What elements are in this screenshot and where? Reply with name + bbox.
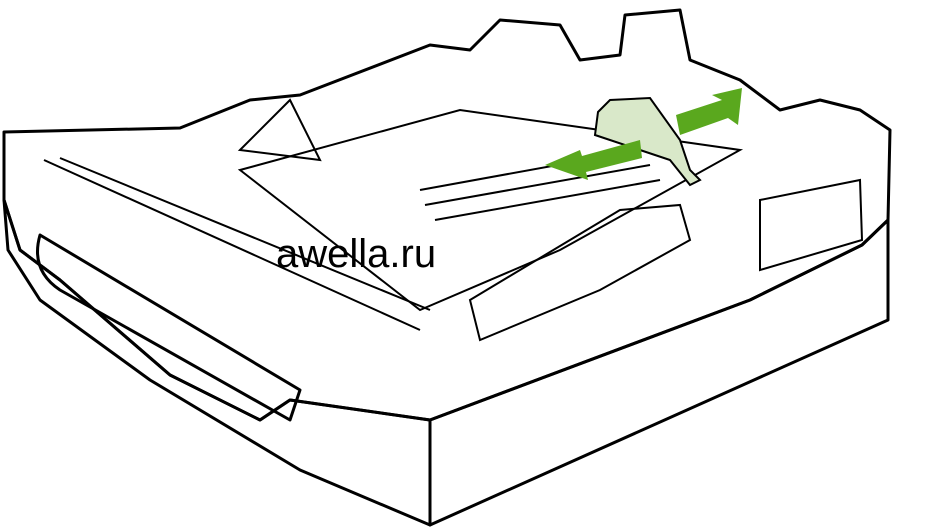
front-rim-inner bbox=[59, 157, 431, 311]
tray-floor bbox=[237, 108, 744, 312]
arrow-right-icon bbox=[676, 88, 742, 135]
right-latch bbox=[759, 178, 864, 272]
tray-right-face bbox=[428, 218, 890, 527]
side-guide bbox=[468, 203, 692, 342]
watermark-text: awella.ru bbox=[276, 232, 437, 276]
handle bbox=[36, 233, 302, 422]
floor-rib bbox=[434, 179, 661, 221]
tray-outline bbox=[2, 8, 892, 422]
back-wall bbox=[237, 98, 322, 162]
arrow-left-icon bbox=[545, 140, 642, 180]
floor-rib bbox=[424, 164, 651, 206]
front-rim bbox=[43, 159, 421, 331]
